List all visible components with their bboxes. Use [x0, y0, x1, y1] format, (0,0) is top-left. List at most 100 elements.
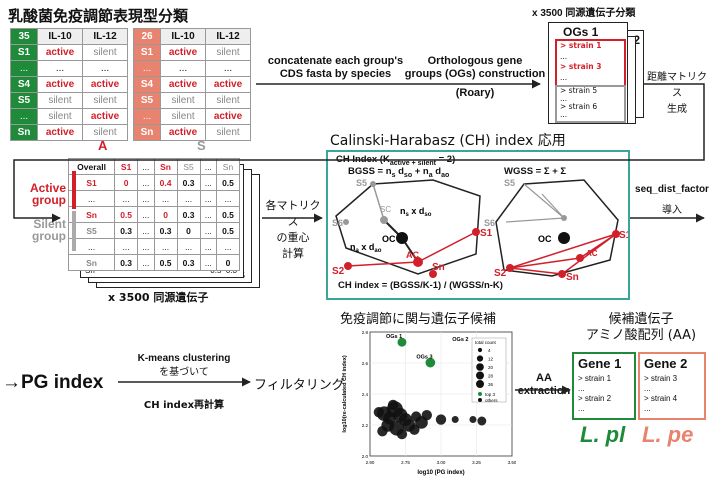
matrix-cell: ...	[199, 238, 217, 255]
ch-box: CH Index (Kactive + silent = 2) BGSS = n…	[326, 150, 630, 300]
dso-sub: so	[424, 212, 431, 218]
matrix-cell: ...	[114, 190, 139, 207]
silent-group-line2: group	[32, 229, 66, 243]
legend-size-marker	[476, 355, 484, 362]
matrix-cell: 0	[114, 174, 139, 191]
gene1-item: > strain 1	[578, 374, 612, 383]
scatter-point-other	[477, 416, 487, 426]
x-axis-label: log10 (PG index)	[417, 470, 464, 476]
og-annotation: OGs 1	[386, 334, 402, 340]
x-tick-label: 3.50	[508, 460, 516, 465]
oc-point-right	[558, 232, 570, 244]
value-cell: active	[205, 108, 251, 125]
x-tick-label: 3.00	[437, 460, 446, 465]
kmeans-line1: K-means clustering	[137, 353, 231, 364]
ac-point-right	[576, 254, 584, 262]
legend-size-marker	[476, 371, 484, 380]
og-gray-group: > strain 5 ... > strain 6 ...	[555, 85, 626, 123]
matrix-cell: ...	[199, 190, 217, 207]
matrix-header-cell: S1	[114, 158, 139, 175]
na-sub: a	[356, 248, 360, 254]
matrix-cell: ...	[199, 206, 217, 223]
s6-point	[343, 219, 349, 225]
na-dao-label: na x dao	[350, 242, 382, 254]
x-tick-label: 2.90	[366, 460, 375, 465]
og-annotation: OGs 2	[452, 337, 468, 343]
value-cell: active	[82, 108, 128, 125]
strain-cell: ...	[10, 108, 38, 125]
matrix-cell: 0.3	[114, 254, 139, 271]
matrix-cell: ...	[137, 174, 155, 191]
ch-geometry: S5 S6 SC OC AC S1 S2 Sn ns x dso na x da…	[332, 178, 628, 280]
concatenate-step: concatenate each group's CDS fasta by sp…	[258, 55, 413, 81]
s1-point	[472, 228, 480, 236]
y-tick-label: 2.2	[362, 423, 369, 428]
scatter-point-other	[421, 409, 432, 421]
distance-line1: 距離マトリクス	[647, 72, 707, 99]
value-cell: active	[82, 76, 128, 93]
gene2-items: > strain 3 ... > strain 4 ...	[644, 374, 677, 414]
matrix-cell: 0.3	[176, 174, 201, 191]
matrix-cell: 0	[216, 254, 240, 271]
silent-group-label: Silent group	[14, 218, 66, 242]
gene1-items: > strain 1 ... > strain 2 ...	[578, 374, 611, 414]
og-gray-item: > strain 5	[560, 86, 598, 95]
ch-title: Calinski-Harabasz (CH) index 応用	[330, 133, 566, 149]
na-text: n	[350, 242, 356, 252]
og-construction-step: Orthologous gene groups (OGs) constructi…	[400, 55, 550, 100]
strain-cell: S4	[133, 76, 161, 93]
filtering-label: フィルタリング	[254, 378, 345, 393]
og-step-line1: Orthologous gene	[427, 55, 523, 67]
silent-bracket	[72, 211, 76, 251]
matrix-cell: ...	[216, 190, 240, 207]
aa-line2: extraction	[517, 385, 571, 397]
legend-top3-label: top 3	[485, 392, 496, 397]
value-cell: active	[160, 44, 206, 61]
value-cell: silent	[82, 92, 128, 109]
centroid-line2: の重心	[276, 231, 310, 244]
s2-label: S2	[332, 266, 345, 277]
recalc-step: CH index再計算	[143, 400, 225, 411]
scatter-point-other	[387, 399, 399, 411]
value-cell: ...	[205, 60, 251, 77]
og-red-group: > strain 1 ... > strain 3 ...	[555, 39, 626, 87]
seq-dist-text: seq_dist_factor	[635, 184, 709, 195]
matrix-cell: ...	[137, 222, 155, 239]
strain-cell: S4	[10, 76, 38, 93]
strain-cell: ...	[133, 60, 161, 77]
legend-size-label: 36	[488, 382, 494, 387]
species-l-pe: L. pe	[642, 422, 694, 447]
ch-formula: CH index = (BGSS/K-1) / (WGSS/n-K)	[338, 280, 503, 291]
matrix-cell: ...	[216, 238, 240, 255]
y-axis-label: log10(re-calculated CH index)	[342, 355, 348, 432]
s5-label-right: S5	[504, 178, 515, 188]
og-box-title: OGs 1	[563, 25, 599, 39]
value-cell: ...	[160, 60, 206, 77]
scatter-point-other	[377, 426, 388, 437]
legend-others-marker	[478, 398, 482, 402]
matrix-caption: x 3500 同源遺伝子	[108, 291, 209, 304]
og-red-item: > strain 1	[560, 41, 602, 50]
concatenate-line2: CDS fasta by species	[279, 68, 392, 80]
ch-k-tail: = 2)	[435, 154, 456, 165]
sn-point	[429, 270, 437, 278]
matrix-cell: ...	[176, 190, 201, 207]
s1-label-right: S1	[619, 230, 628, 241]
il10-header: IL-10	[37, 28, 83, 45]
value-cell: silent	[160, 108, 206, 125]
ac-label: AC	[406, 250, 419, 260]
matrix-cell: 0	[153, 206, 178, 223]
value-cell: active	[160, 76, 206, 93]
kmeans-line2: を基づいて	[159, 367, 209, 378]
centroid-step: 各マトリクス の重心 計算	[262, 198, 324, 262]
y-tick-label: 2.4	[362, 392, 369, 397]
sn-label-right: Sn	[566, 272, 579, 280]
s5-label: S5	[356, 178, 367, 188]
x-tick-label: 3.25	[472, 460, 481, 465]
matrix-label-a: A	[98, 138, 108, 153]
matrix-cell: ...	[176, 238, 201, 255]
matrix-cell: 0.5	[216, 174, 240, 191]
within-silent-line	[541, 193, 565, 219]
legend-size-label: 20	[488, 365, 494, 370]
